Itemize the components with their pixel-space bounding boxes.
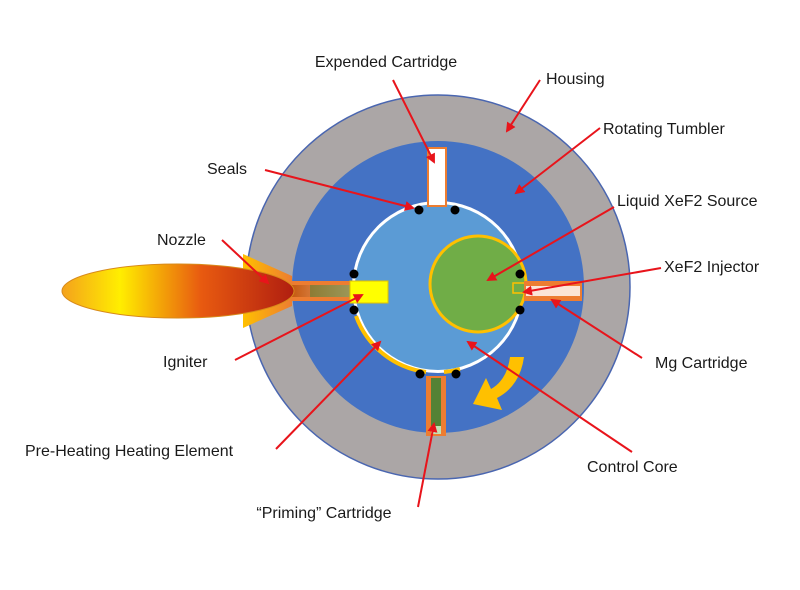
seal <box>450 205 460 215</box>
seals <box>349 205 525 379</box>
arrow-rotating-tumbler <box>514 127 601 195</box>
arrow-nozzle <box>221 239 270 285</box>
arrow-mg-cartridge <box>550 298 643 359</box>
label-xef2-injector: XeF2 Injector <box>664 259 760 276</box>
liquid-xef2-source <box>428 234 528 334</box>
arrow-liquid-xef2 <box>486 206 615 282</box>
label-housing: Housing <box>546 71 605 88</box>
mg-cartridge <box>524 281 582 301</box>
pre-heating-element-right <box>443 367 461 374</box>
arrow-seals <box>264 169 415 211</box>
priming-cartridge <box>426 376 446 436</box>
flame-icon <box>61 263 295 319</box>
xef2-injector <box>512 282 526 294</box>
label-expended-cartridge: Expended Cartridge <box>315 54 457 71</box>
igniter <box>349 280 389 304</box>
arrow-xef2-injector <box>522 267 662 296</box>
label-mg-cartridge: Mg Cartridge <box>655 355 748 372</box>
igniter-cartridge <box>290 281 352 301</box>
arrow-control-core <box>466 340 633 453</box>
arrow-priming-cartridge <box>417 422 438 508</box>
arrow-housing <box>505 79 541 133</box>
seal <box>414 205 424 215</box>
seal <box>515 269 525 279</box>
label-priming-cartridge: “Priming” Cartridge <box>256 505 391 522</box>
arrow-igniter <box>234 294 364 361</box>
arrow-pre-heating <box>275 340 382 450</box>
label-seals: Seals <box>207 161 247 178</box>
pre-heating-element <box>354 315 427 374</box>
label-rotating-tumbler: Rotating Tumbler <box>603 121 726 138</box>
arrow-expended-cartridge <box>392 79 435 164</box>
seal <box>349 269 359 279</box>
seal <box>349 305 359 315</box>
label-pre-heating-element: Pre-Heating Heating Element <box>25 443 234 460</box>
label-nozzle: Nozzle <box>157 232 206 249</box>
seal <box>415 369 425 379</box>
seal <box>451 369 461 379</box>
seal <box>515 305 525 315</box>
label-liquid-xef2-source: Liquid XeF2 Source <box>617 193 758 210</box>
label-control-core: Control Core <box>587 459 678 476</box>
label-igniter: Igniter <box>163 354 208 371</box>
